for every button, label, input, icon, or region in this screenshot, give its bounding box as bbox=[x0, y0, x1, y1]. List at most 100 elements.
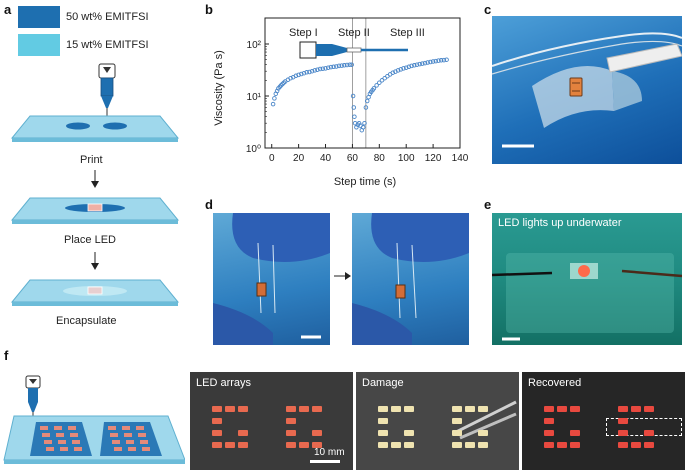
led-cell bbox=[618, 442, 628, 448]
led-cell bbox=[378, 430, 388, 436]
led-cell bbox=[452, 442, 462, 448]
photo-e-caption: LED lights up underwater bbox=[498, 217, 622, 229]
x-tick-label: 40 bbox=[320, 153, 332, 164]
underwater-led-illustration bbox=[492, 253, 682, 341]
led-cell bbox=[312, 406, 322, 412]
data-point bbox=[288, 75, 293, 81]
panel-a-letter: a bbox=[4, 2, 12, 17]
plot-frame bbox=[264, 17, 461, 149]
led-cell bbox=[391, 406, 401, 412]
schematic-led bbox=[112, 440, 120, 444]
data-point bbox=[272, 96, 277, 101]
data-point bbox=[312, 68, 318, 73]
data-point bbox=[430, 59, 436, 64]
schematic-led bbox=[136, 426, 144, 430]
led-cell bbox=[570, 442, 580, 448]
y-axis-label: Viscosity (Pa s) bbox=[213, 50, 225, 126]
step-schematic-icon bbox=[299, 41, 408, 59]
led-cell bbox=[391, 442, 401, 448]
arrow-right-icon bbox=[334, 272, 351, 280]
schematic-led bbox=[68, 426, 76, 430]
data-point bbox=[323, 66, 328, 71]
data-point bbox=[438, 58, 444, 63]
led-cell bbox=[544, 430, 554, 436]
led-cell bbox=[225, 406, 235, 412]
led-cell bbox=[299, 406, 309, 412]
legend-swatch-dark bbox=[18, 6, 60, 28]
schematic-led bbox=[108, 426, 116, 430]
data-point bbox=[401, 66, 406, 71]
legend-label-light: 15 wt% EMITFSI bbox=[66, 39, 149, 51]
data-point bbox=[352, 114, 357, 119]
photo-f-led-arrays: LED arrays 10 mm bbox=[190, 372, 353, 470]
data-point bbox=[307, 69, 312, 75]
data-point bbox=[364, 98, 370, 104]
led-cell bbox=[557, 406, 567, 412]
data-point bbox=[363, 105, 369, 110]
led-cell bbox=[452, 418, 462, 424]
data-point bbox=[406, 64, 412, 70]
photo-f-recovered: Recovered bbox=[522, 372, 685, 470]
led-cell bbox=[570, 406, 580, 412]
panel-f-schematic bbox=[3, 375, 185, 464]
led-cell bbox=[478, 442, 488, 448]
schematic-led bbox=[142, 447, 150, 451]
led-cell bbox=[618, 430, 628, 436]
led-cell bbox=[238, 442, 248, 448]
led-cell bbox=[225, 442, 235, 448]
schematic-led bbox=[110, 433, 118, 437]
led-cell bbox=[478, 406, 488, 412]
data-point bbox=[379, 78, 385, 83]
x-axis-label: Step time (s) bbox=[334, 176, 396, 188]
photo-c bbox=[492, 16, 682, 164]
step-i-label: Step I bbox=[289, 27, 318, 39]
schematic-led bbox=[60, 447, 68, 451]
data-point bbox=[409, 63, 414, 69]
step-ii-label: Step II bbox=[338, 27, 370, 39]
led-cell bbox=[465, 442, 475, 448]
data-point bbox=[428, 59, 433, 65]
y-tick-label: 10⁰ bbox=[246, 144, 261, 155]
data-point bbox=[371, 86, 377, 91]
led-cell bbox=[570, 430, 580, 436]
led-cell bbox=[286, 442, 296, 448]
data-point bbox=[336, 63, 342, 69]
data-point bbox=[301, 70, 307, 76]
step-encapsulate-label: Encapsulate bbox=[56, 315, 117, 327]
photo-f-damage-label: Damage bbox=[362, 377, 404, 389]
led-cell bbox=[238, 406, 248, 412]
schematic-led bbox=[42, 433, 50, 437]
syringe-icon bbox=[98, 63, 116, 124]
schematic-led bbox=[70, 433, 78, 437]
data-point bbox=[374, 83, 379, 88]
step-iii-label: Step III bbox=[390, 27, 425, 39]
data-point bbox=[390, 70, 396, 75]
led-cell bbox=[631, 406, 641, 412]
photo-f-recovered-label: Recovered bbox=[528, 377, 582, 389]
led-cell bbox=[378, 418, 388, 424]
data-point bbox=[293, 73, 299, 79]
data-point bbox=[331, 64, 336, 70]
x-tick-label: 120 bbox=[425, 153, 442, 164]
data-point bbox=[339, 63, 344, 68]
led-cell bbox=[644, 442, 654, 448]
schematic-led bbox=[58, 440, 66, 444]
led-cell bbox=[378, 442, 388, 448]
led-cell bbox=[544, 418, 554, 424]
data-point bbox=[377, 80, 382, 85]
data-point bbox=[304, 70, 309, 75]
schematic-led bbox=[140, 440, 148, 444]
schematic-led bbox=[74, 447, 82, 451]
data-point bbox=[417, 61, 422, 67]
data-point bbox=[344, 62, 350, 68]
data-point bbox=[414, 62, 420, 67]
data-point bbox=[444, 57, 449, 62]
data-point bbox=[351, 105, 357, 110]
led-cell bbox=[312, 430, 322, 436]
photo-f-damage: Damage bbox=[356, 372, 519, 470]
panel-d-letter: d bbox=[205, 197, 213, 212]
data-point bbox=[296, 72, 301, 78]
y-tick-label: 10² bbox=[247, 40, 262, 51]
led-cell bbox=[378, 406, 388, 412]
x-tick-label: 0 bbox=[269, 153, 275, 164]
